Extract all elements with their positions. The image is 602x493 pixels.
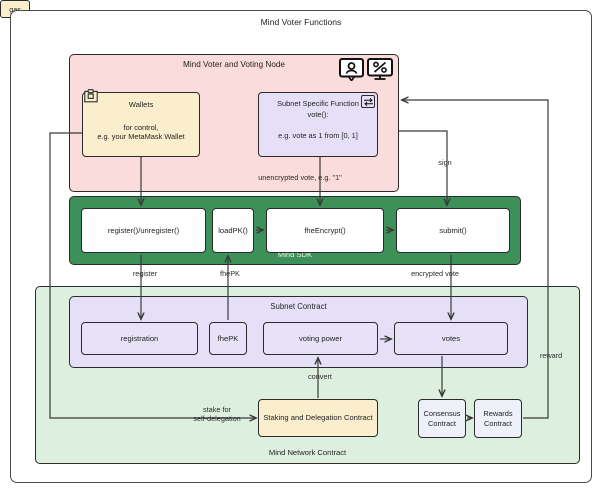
consensus-line2: Contract: [428, 418, 456, 428]
edge-label-convert: convert: [308, 372, 332, 381]
rewards-line1: Rewards: [483, 409, 513, 419]
rewards-contract[interactable]: Rewards Contract: [474, 399, 522, 438]
subnet-fn-line2: vote():: [307, 110, 329, 120]
subnet-cell-registration[interactable]: registration: [81, 322, 198, 355]
edge-label-encrypted-vote: encrypted vote: [411, 269, 459, 278]
subnet-cell-voting-power[interactable]: voting power: [263, 322, 378, 355]
subnet-specific-function-card: [258, 92, 378, 157]
voter-node-title: Mind Voter and Voting Node: [183, 59, 285, 69]
stake-line1: stake for: [203, 405, 231, 414]
sdk-cell-submit[interactable]: submit(): [396, 208, 510, 253]
rewards-line2: Contract: [484, 418, 512, 428]
edge-label-sign: sign: [438, 158, 452, 167]
wallets-description: for control, e.g. your MetaMask Wallet: [82, 117, 200, 147]
note-icon: [84, 89, 99, 103]
sdk-cell-fheencrypt[interactable]: fheEncrypt(): [266, 208, 384, 253]
consensus-contract[interactable]: Consensus Contract: [418, 399, 466, 438]
subnet-fn-line1: Subnet Specific Function: [277, 99, 359, 109]
person-icon: [339, 58, 364, 82]
mind-sdk-title: Mind SDK: [277, 249, 313, 259]
mind-network-contract-title: Mind Network Contract: [268, 447, 347, 457]
edge-label-unencrypted-vote: unencrypted vote, e.g. "1": [258, 173, 342, 182]
edge-label-stake-for-self-delegation: stake for self-delegation: [178, 405, 256, 423]
swap-arrows-icon: [361, 95, 375, 108]
subnet-fn-line3: e.g. vote as 1 from [0, 1]: [278, 131, 358, 141]
sdk-cell-register-unregister[interactable]: register()/unregister(): [81, 208, 206, 253]
edge-label-fhepk: fhePK: [220, 269, 240, 278]
diagram-title: Mind Voter Functions: [260, 16, 342, 27]
wallets-title: Wallets: [128, 100, 154, 110]
stake-line2: self-delegation: [193, 414, 241, 424]
subnet-contract-title: Subnet Contract: [270, 301, 327, 311]
wallets-desc-line1: for control,: [123, 122, 159, 132]
wallets-desc-line2: e.g. your MetaMask Wallet: [97, 132, 185, 141]
edge-label-register: register: [132, 269, 158, 278]
percent-monitor-icon: [367, 58, 394, 81]
consensus-line1: Consensus: [423, 409, 461, 419]
subnet-cell-fhepk[interactable]: fhePK: [209, 322, 247, 355]
staking-and-delegation-contract[interactable]: Staking and Delegation Contract: [258, 399, 378, 437]
edge-label-reward: reward: [539, 351, 563, 360]
subnet-cell-votes[interactable]: votes: [394, 322, 508, 355]
sdk-cell-loadpk[interactable]: loadPK(): [212, 208, 254, 253]
